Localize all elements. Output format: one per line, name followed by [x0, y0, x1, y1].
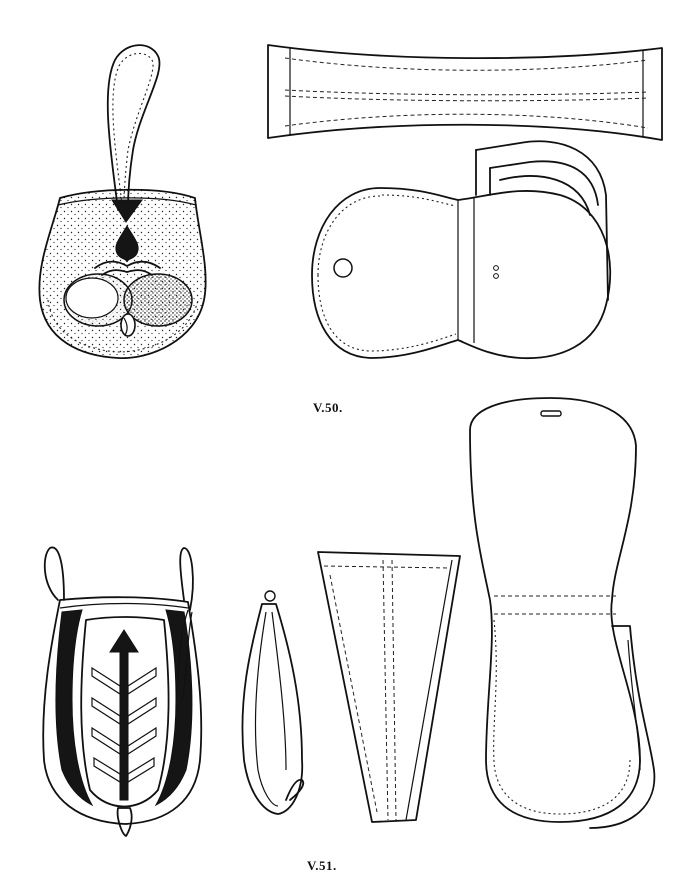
pouch-v50-right-lobe [123, 273, 193, 327]
pouch-v50-illustration [38, 44, 207, 359]
pattern-v51-tapered-panel [317, 551, 461, 823]
figure-caption-v51: V.51. [307, 858, 337, 873]
pattern-v51-slot [540, 410, 562, 417]
pattern-v51-flap-pieces [469, 397, 656, 829]
pouch-v51-body [42, 596, 203, 825]
pattern-v50-button-hole [333, 258, 353, 278]
pouch-v51-chevrons [91, 666, 157, 784]
pouch-v51-illustration [42, 546, 203, 837]
pattern-v50-main-piece [311, 187, 612, 360]
pouch-v50-strap [106, 44, 161, 211]
pattern-v50-flap-pieces [311, 140, 612, 360]
pouch-v50-toggle [120, 313, 136, 337]
pattern-v51-main-piece [469, 397, 641, 823]
figure-caption-v50: V.50. [313, 400, 343, 415]
pouch-v51-arrow-motif [109, 629, 139, 801]
pattern-v50-gusset-strip [267, 44, 663, 141]
pattern-v51-side-gusset [241, 590, 305, 815]
pouch-v50-fleur-motif [115, 225, 139, 263]
